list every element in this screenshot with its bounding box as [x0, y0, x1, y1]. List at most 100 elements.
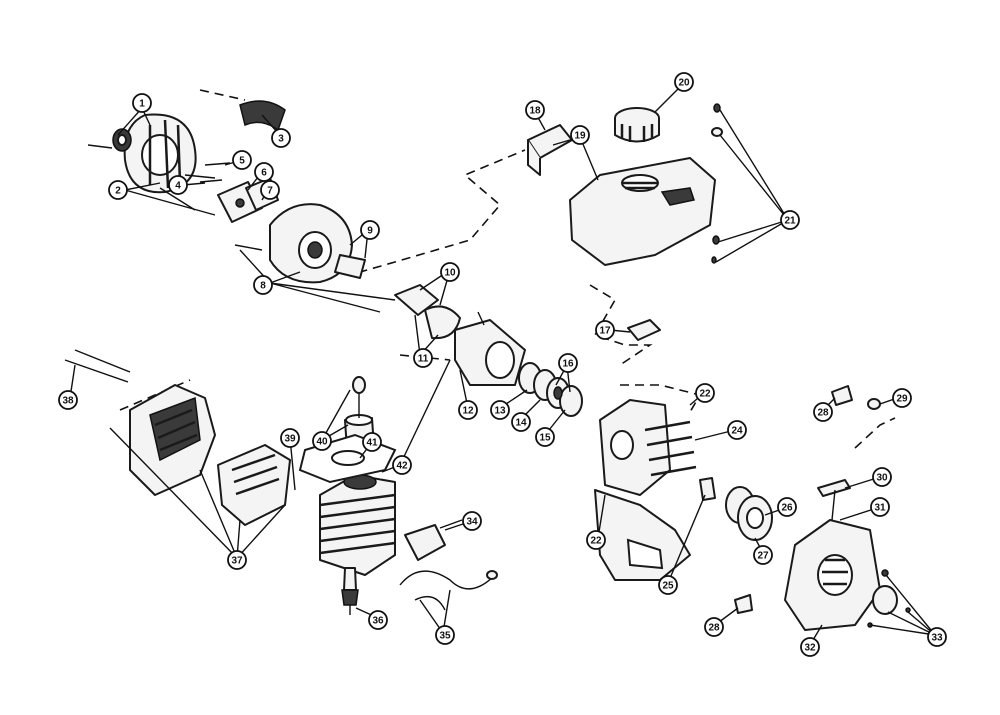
callout-9: 9 [360, 220, 380, 240]
callout-ring [511, 412, 531, 432]
callout-12: 12 [458, 400, 478, 420]
callout-32: 32 [800, 637, 820, 657]
callout-label: 38 [62, 396, 74, 407]
callout-35: 35 [435, 625, 455, 645]
flywheel-nut-part [112, 128, 132, 152]
callout-7: 7 [260, 180, 280, 200]
callout-ring [727, 420, 747, 440]
callout-label: 4 [175, 181, 181, 192]
callout-17: 17 [595, 320, 615, 340]
fuel-line-clip-part [627, 319, 661, 341]
callout-ring [462, 511, 482, 531]
callout-28: 28 [704, 617, 724, 637]
crankcase-part [599, 399, 697, 496]
recoil-starter-housing-part [784, 519, 881, 631]
callout-ring [558, 353, 578, 373]
callout-label: 19 [574, 131, 586, 142]
callout-label: 5 [239, 156, 245, 167]
callout-5: 5 [232, 150, 252, 170]
callout-ring [674, 72, 694, 92]
callout-30: 30 [872, 467, 892, 487]
callout-14: 14 [511, 412, 531, 432]
flywheel-cover-part [123, 113, 197, 194]
callout-ring [892, 388, 912, 408]
callout-ring [232, 150, 252, 170]
callout-31: 31 [870, 497, 890, 517]
callout-ring [435, 625, 455, 645]
callout-19: 19 [570, 125, 590, 145]
callout-ring [535, 427, 555, 447]
callout-ring [280, 428, 300, 448]
clutch-shoe-part [394, 284, 461, 340]
long-bolts-part [64, 349, 131, 383]
small-fasteners-right-part [734, 385, 911, 628]
callout-ring [362, 432, 382, 452]
callout-label: 31 [874, 503, 886, 514]
callout-34: 34 [462, 511, 482, 531]
callout-label: 20 [678, 78, 690, 89]
callout-ring [870, 497, 890, 517]
callout-label: 40 [316, 437, 328, 448]
callout-ring [800, 637, 820, 657]
cylinder-part [319, 474, 396, 576]
callout-label: 22 [590, 536, 602, 547]
callout-ring [360, 220, 380, 240]
callout-27: 27 [753, 545, 773, 565]
callout-label: 6 [261, 168, 267, 179]
callout-24: 24 [727, 420, 747, 440]
callout-ring [254, 162, 274, 182]
callout-label: 35 [439, 631, 451, 642]
callout-label: 33 [931, 633, 943, 644]
callout-33: 33 [927, 627, 947, 647]
callout-ring [927, 627, 947, 647]
callout-ring [813, 402, 833, 422]
callout-label: 11 [418, 354, 429, 365]
callout-label: 29 [896, 394, 908, 405]
callout-label: 28 [817, 408, 829, 419]
callout-label: 30 [876, 473, 888, 484]
drive-housing-part [454, 311, 526, 386]
callout-label: 18 [529, 106, 541, 117]
callout-42: 42 [392, 455, 412, 475]
spark-plug-part [341, 567, 359, 615]
callout-ring [368, 610, 388, 630]
callout-16: 16 [558, 353, 578, 373]
callout-label: 22 [699, 389, 711, 400]
callout-29: 29 [892, 388, 912, 408]
callout-label: 37 [231, 556, 243, 567]
clutch-housing-part [234, 203, 366, 284]
callout-label: 39 [284, 434, 296, 445]
callout-ring [271, 128, 291, 148]
callout-label: 7 [267, 186, 273, 197]
callout-label: 32 [804, 643, 816, 654]
muffler-part [217, 444, 291, 526]
callout-15: 15 [535, 427, 555, 447]
fuel-tank-part [569, 157, 716, 266]
callout-label: 24 [731, 426, 743, 437]
callout-label: 13 [494, 406, 506, 417]
callout-ring [108, 180, 128, 200]
callout-label: 14 [515, 418, 527, 429]
callout-ring [704, 617, 724, 637]
callout-21: 21 [780, 210, 800, 230]
callout-8: 8 [253, 275, 273, 295]
callout-label: 2 [115, 186, 121, 197]
callout-ring [253, 275, 273, 295]
callout-label: 17 [599, 326, 611, 337]
starter-pulley-part [725, 486, 773, 541]
callout-ring [872, 467, 892, 487]
callout-ring [392, 455, 412, 475]
callout-4: 4 [168, 175, 188, 195]
callout-label: 21 [784, 216, 796, 227]
callout-ring [595, 320, 615, 340]
callout-3: 3 [271, 128, 291, 148]
callout-label: 41 [366, 438, 378, 449]
callout-37: 37 [227, 550, 247, 570]
callout-label: 25 [662, 581, 674, 592]
callout-40: 40 [312, 431, 332, 451]
assembly-guide-lines [119, 89, 896, 449]
callout-ring [132, 93, 152, 113]
callout-ring [695, 383, 715, 403]
callout-25: 25 [658, 575, 678, 595]
callout-ring [658, 575, 678, 595]
